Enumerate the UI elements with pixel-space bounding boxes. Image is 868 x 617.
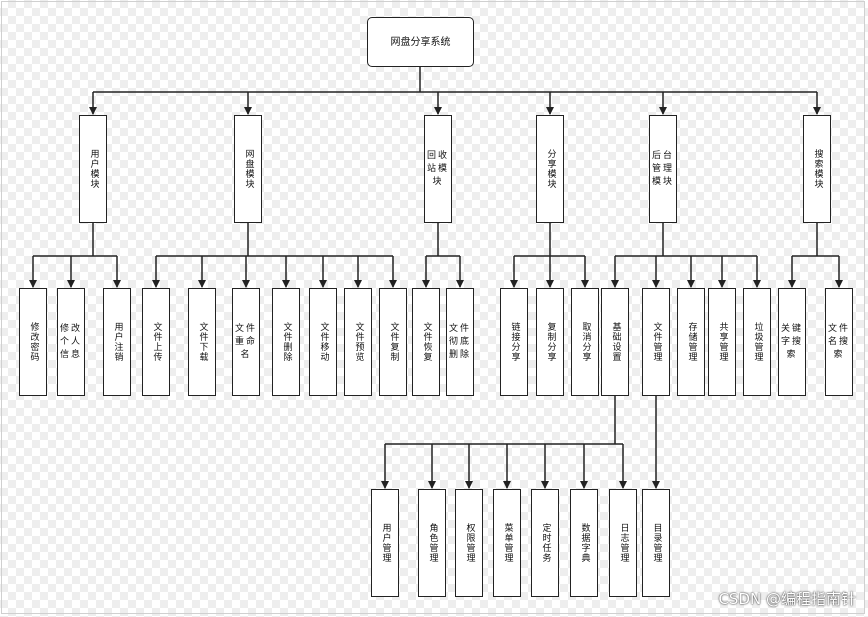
leaf-label: 取消分享 bbox=[580, 322, 591, 362]
leaf-label: 定时任务 bbox=[540, 523, 551, 563]
leaf-file-delete: 文件删除 bbox=[272, 288, 300, 396]
watermark: CSDN @编程指南针 bbox=[718, 590, 856, 608]
leaf-label: 菜单管理 bbox=[502, 523, 513, 563]
leaf-file-purge: 文件彻底删除 bbox=[446, 288, 474, 396]
module-admin: 后台管理模块 bbox=[649, 115, 677, 223]
leaf-label: 链接分享 bbox=[509, 322, 520, 362]
leaf-label: 数据字典 bbox=[579, 523, 590, 563]
leaf-storage-management: 存储管理 bbox=[677, 288, 705, 396]
leaf-label: 存储管理 bbox=[686, 322, 697, 362]
leaf-label: 用户注销 bbox=[112, 322, 123, 362]
module-disk: 网盘模块 bbox=[234, 115, 262, 223]
leaf-label: 共享管理 bbox=[717, 322, 728, 362]
leaf-label: 日志管理 bbox=[618, 523, 629, 563]
leaf-label: 角色管理 bbox=[427, 523, 438, 563]
leaf-basic-settings: 基础设置 bbox=[601, 288, 629, 396]
leaf-file-upload: 文件上传 bbox=[142, 288, 170, 396]
leaf-label: 权限管理 bbox=[464, 523, 475, 563]
leaf-label: 修改密码 bbox=[28, 322, 39, 362]
leaf-menu-management: 菜单管理 bbox=[493, 489, 521, 597]
root-node: 网盘分享系统 bbox=[367, 17, 474, 67]
leaf-sharing-management: 共享管理 bbox=[708, 288, 736, 396]
module-share: 分享模块 bbox=[536, 115, 564, 223]
leaf-label: 文件重命名 bbox=[235, 323, 258, 360]
leaf-label: 文件名搜索 bbox=[828, 323, 851, 360]
leaf-label: 垃圾管理 bbox=[752, 322, 763, 362]
leaf-label: 文件管理 bbox=[651, 322, 662, 362]
leaf-label: 关键字搜索 bbox=[781, 323, 804, 360]
leaf-data-dictionary: 数据字典 bbox=[570, 489, 598, 597]
leaf-file-download: 文件下载 bbox=[188, 288, 216, 396]
module-label: 搜索模块 bbox=[812, 149, 823, 189]
module-label: 回收站模块 bbox=[427, 150, 450, 187]
leaf-label: 文件移动 bbox=[318, 322, 329, 362]
leaf-permission-management: 权限管理 bbox=[455, 489, 483, 597]
leaf-label: 文件彻底删除 bbox=[449, 323, 472, 360]
leaf-label: 文件下载 bbox=[197, 322, 208, 362]
leaf-scheduled-tasks: 定时任务 bbox=[531, 489, 559, 597]
leaf-cancel-share: 取消分享 bbox=[571, 288, 599, 396]
leaf-label: 基础设置 bbox=[610, 322, 621, 362]
leaf-file-move: 文件移动 bbox=[309, 288, 337, 396]
leaf-keyword-search: 关键字搜索 bbox=[778, 288, 806, 396]
leaf-label: 复制分享 bbox=[545, 322, 556, 362]
leaf-label: 文件预览 bbox=[353, 322, 364, 362]
leaf-copy-share: 复制分享 bbox=[536, 288, 564, 396]
leaf-file-preview: 文件预览 bbox=[344, 288, 372, 396]
leaf-label: 文件复制 bbox=[388, 322, 399, 362]
leaf-label: 用户管理 bbox=[380, 523, 391, 563]
leaf-label: 文件上传 bbox=[151, 322, 162, 362]
leaf-label: 修改个人信息 bbox=[60, 323, 83, 360]
leaf-file-rename: 文件重命名 bbox=[232, 288, 260, 396]
module-label: 网盘模块 bbox=[243, 149, 254, 189]
module-recycle: 回收站模块 bbox=[424, 115, 452, 223]
leaf-edit-profile: 修改个人信息 bbox=[57, 288, 85, 396]
module-label: 后台管理模块 bbox=[652, 150, 675, 187]
module-label: 分享模块 bbox=[545, 149, 556, 189]
leaf-log-management: 日志管理 bbox=[609, 489, 637, 597]
leaf-role-management: 角色管理 bbox=[418, 489, 446, 597]
leaf-file-restore: 文件恢复 bbox=[412, 288, 440, 396]
module-search: 搜索模块 bbox=[803, 115, 831, 223]
leaf-file-management: 文件管理 bbox=[642, 288, 670, 396]
leaf-filename-search: 文件名搜索 bbox=[825, 288, 853, 396]
leaf-label: 目录管理 bbox=[651, 523, 662, 563]
leaf-file-copy: 文件复制 bbox=[379, 288, 407, 396]
leaf-label: 文件恢复 bbox=[421, 322, 432, 362]
leaf-link-share: 链接分享 bbox=[500, 288, 528, 396]
root-label: 网盘分享系统 bbox=[390, 36, 451, 48]
leaf-directory-management: 目录管理 bbox=[642, 489, 670, 597]
leaf-change-password: 修改密码 bbox=[19, 288, 47, 396]
leaf-user-logout: 用户注销 bbox=[103, 288, 131, 396]
leaf-user-management: 用户管理 bbox=[371, 489, 399, 597]
leaf-garbage-management: 垃圾管理 bbox=[743, 288, 771, 396]
module-label: 用户模块 bbox=[88, 149, 99, 189]
module-user: 用户模块 bbox=[79, 115, 107, 223]
leaf-label: 文件删除 bbox=[281, 322, 292, 362]
